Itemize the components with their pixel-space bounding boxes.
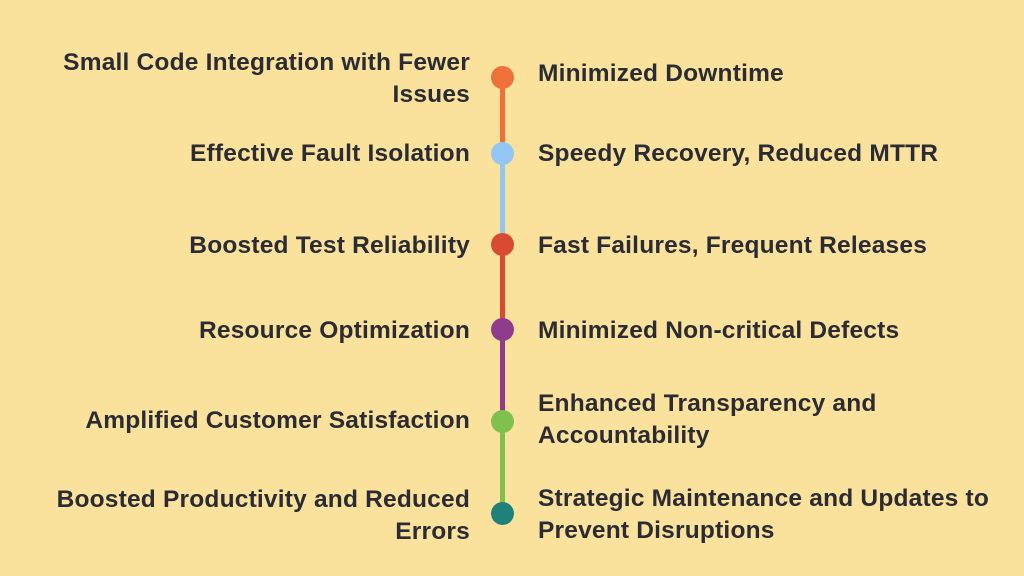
- left-label-boosted-test-reliability: Boosted Test Reliability: [189, 232, 470, 259]
- red-dot: [491, 233, 514, 256]
- teal-dot: [491, 502, 514, 525]
- left-label-boosted-productivity: Boosted Productivity and Reduced Errors: [56, 486, 470, 545]
- light-blue-dot: [491, 142, 514, 165]
- left-label-effective-fault-isolation: Effective Fault Isolation: [190, 140, 470, 167]
- green-dot: [491, 410, 514, 433]
- right-label-enhanced-transparency: Enhanced Transparency and Accountability: [538, 390, 877, 449]
- right-label-speedy-recovery: Speedy Recovery, Reduced MTTR: [538, 140, 939, 167]
- left-label-small-code-integration: Small Code Integration with Fewer Issues: [63, 49, 470, 108]
- left-label-resource-optimization: Resource Optimization: [198, 317, 470, 344]
- left-label-amplified-customer-satisfaction: Amplified Customer Satisfaction: [85, 407, 470, 434]
- timeline-segment-1: [500, 78, 505, 154]
- orange-dot: [491, 66, 514, 89]
- right-label-strategic-maintenance: Strategic Maintenance and Updates to Pre…: [538, 485, 990, 544]
- right-label-minimized-non-critical-defects: Minimized Non-critical Defects: [538, 317, 900, 344]
- timeline-segment-3: [500, 245, 505, 330]
- timeline-segment-4: [500, 330, 505, 422]
- right-label-minimized-downtime: Minimized Downtime: [538, 60, 784, 87]
- purple-dot: [491, 318, 514, 341]
- timeline-segment-5: [500, 422, 505, 514]
- timeline-segment-2: [500, 154, 505, 245]
- right-label-fast-failures: Fast Failures, Frequent Releases: [538, 232, 928, 259]
